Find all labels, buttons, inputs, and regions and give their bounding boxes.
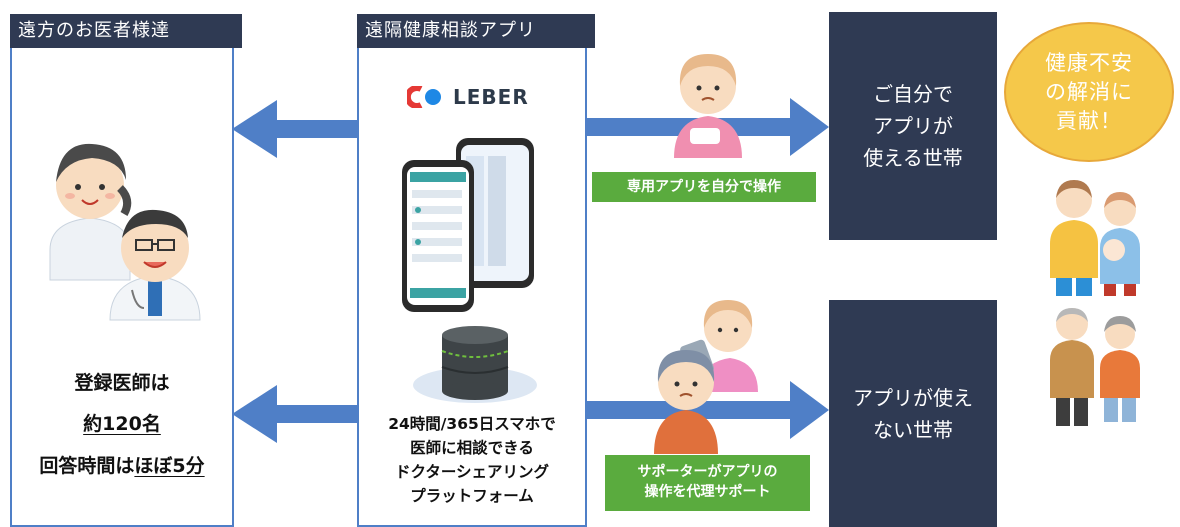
- app-description-line: 医師に相談できる: [410, 439, 534, 457]
- app-panel-header: 遠隔健康相談アプリ: [357, 14, 595, 48]
- app-description: 24時間/365日スマホで 医師に相談できる ドクターシェアリング プラットフォ…: [359, 412, 585, 508]
- app-description-line: ドクターシェアリング: [394, 463, 550, 481]
- elderly-woman-icon: [674, 54, 742, 158]
- doctor-icon: [49, 143, 201, 321]
- phone-app-icon: [402, 138, 534, 312]
- app-description-line: プラットフォーム: [410, 487, 534, 505]
- app-incapable-household-box: アプリが使え ない世帯: [829, 300, 997, 527]
- health-goal-line: の解消に: [1045, 79, 1133, 104]
- arrow-to-household-bottom: [587, 381, 829, 439]
- app-incapable-line: アプリが使え: [853, 385, 973, 410]
- leber-logo-mark: [407, 86, 441, 108]
- supporter-icon: [654, 300, 758, 454]
- arrow-to-doctors-top: [232, 100, 357, 158]
- health-goal-line: 健康不安: [1045, 50, 1133, 75]
- app-description-line: 24時間/365日スマホで: [388, 415, 556, 433]
- app-capable-household-box: ご自分で アプリが 使える世帯: [829, 12, 997, 240]
- leber-logo: LEBER: [407, 82, 547, 112]
- leber-logo-text: LEBER: [453, 85, 529, 109]
- doctors-panel-header: 遠方のお医者様達: [10, 14, 242, 48]
- doctor-count-value: 約120名: [83, 413, 161, 435]
- registered-doctors-label: 登録医師は: [74, 372, 170, 394]
- health-goal-line: 貢献！: [1056, 108, 1122, 133]
- family-icon: [1050, 180, 1140, 296]
- response-time-label: 回答時間は: [39, 455, 135, 477]
- app-capable-line: 使える世帯: [863, 146, 963, 170]
- arrow-to-doctors-bottom: [232, 385, 357, 443]
- self-operate-label: 専用アプリを自分で操作: [592, 172, 816, 202]
- doctor-count: 約120名: [12, 409, 232, 436]
- server-icon: [413, 326, 537, 403]
- proxy-support-label: サポーターがアプリの 操作を代理サポート: [605, 455, 810, 511]
- proxy-support-line: 操作を代理サポート: [644, 484, 771, 500]
- app-capable-line: ご自分で: [873, 82, 953, 106]
- elderly-couple-icon: [1050, 308, 1140, 426]
- app-incapable-line: ない世帯: [873, 417, 953, 442]
- response-time-value: ほぼ5分: [134, 455, 205, 477]
- response-time: 回答時間はほぼ5分: [12, 451, 232, 478]
- proxy-support-line: サポーターがアプリの: [637, 464, 778, 480]
- health-goal-circle: 健康不安 の解消に 貢献！: [1004, 22, 1174, 162]
- app-capable-line: アプリが: [873, 114, 953, 138]
